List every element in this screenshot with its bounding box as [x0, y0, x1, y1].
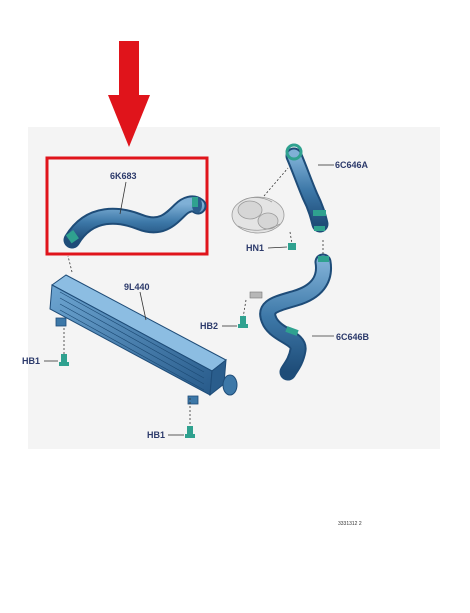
- engine-component: [231, 196, 285, 234]
- intercooler-9l440[interactable]: [49, 274, 238, 405]
- label-hb1-left: HB1: [22, 356, 40, 366]
- label-hb1-bottom: HB1: [147, 430, 165, 440]
- nut-hn1[interactable]: [288, 231, 296, 250]
- label-6c646a: 6C646A: [335, 160, 369, 170]
- label-hb2: HB2: [200, 321, 218, 331]
- bolt-hb1-bottom[interactable]: [185, 398, 195, 438]
- label-9l440: 9L440: [124, 282, 150, 292]
- hose-6c646b[interactable]: [249, 253, 332, 381]
- hose-6c646a[interactable]: [285, 143, 329, 233]
- diagram-background: [28, 127, 440, 449]
- bolt-hb2[interactable]: [238, 299, 248, 328]
- label-6k683: 6K683: [110, 171, 137, 181]
- bolt-hb1-left[interactable]: [59, 328, 69, 366]
- label-hn1: HN1: [246, 243, 264, 253]
- highlight-box: [45, 156, 209, 256]
- hose-6k683[interactable]: [63, 195, 207, 249]
- red-down-arrow-icon: [108, 41, 150, 147]
- reference-code: 3331312 2: [338, 521, 362, 527]
- label-6c646b: 6C646B: [336, 332, 370, 342]
